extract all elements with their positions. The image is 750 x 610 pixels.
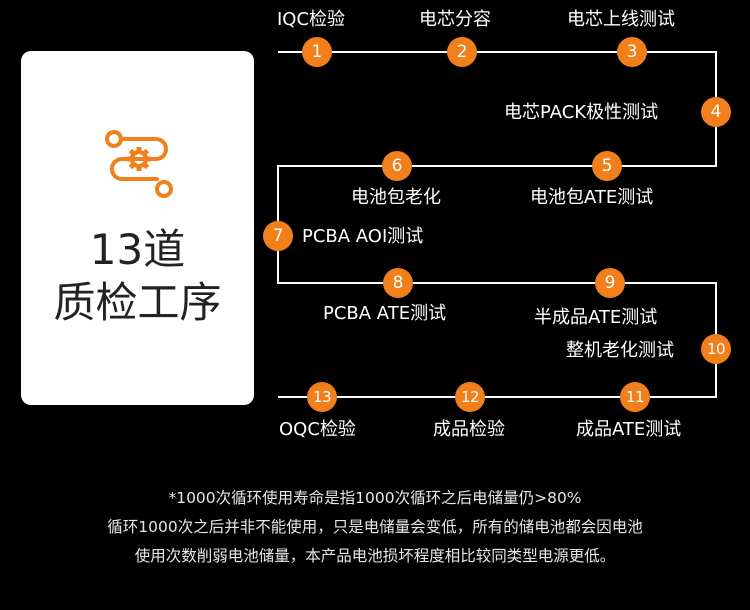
- step-13-badge: 13: [307, 382, 337, 412]
- step-2-badge: 2: [447, 37, 477, 67]
- footnote-line-2: 循环1000次之后并非不能使用，只是电储量会变低，所有的储电池都会因电池: [107, 518, 643, 536]
- step-3-badge: 3: [617, 37, 647, 67]
- step-10-badge: 10: [701, 334, 731, 364]
- step-6-label: 电池包老化: [351, 187, 441, 208]
- step-3-label: 电芯上线测试: [567, 9, 675, 30]
- step-8-label: PCBA ATE测试: [323, 303, 447, 324]
- step-8-badge: 8: [383, 268, 413, 298]
- quality-card: [21, 51, 254, 405]
- footnote-line-3: 使用次数削弱电池储量，本产品电池损坏程度相比较同类型电源更低。: [134, 547, 616, 565]
- step-11-badge: 11: [620, 382, 650, 412]
- step-11-label: 成品ATE测试: [576, 419, 682, 440]
- step-5-label: 电池包ATE测试: [530, 187, 654, 208]
- step-4-label: 电芯PACK极性测试: [504, 102, 659, 123]
- step-1-badge: 1: [302, 37, 332, 67]
- step-7-label: PCBA AOI测试: [302, 226, 424, 247]
- step-12-label: 成品检验: [433, 419, 505, 440]
- step-10-label: 整机老化测试: [566, 340, 674, 361]
- step-1-label: IQC检验: [277, 9, 346, 30]
- card-title-count: 13道: [89, 225, 186, 274]
- step-7-badge: 7: [263, 221, 293, 251]
- gear-flow-icon: [105, 130, 173, 198]
- step-5-badge: 5: [592, 151, 622, 181]
- step-9-badge: 9: [595, 268, 625, 298]
- card-title-text: 质检工序: [53, 278, 222, 327]
- step-6-badge: 6: [382, 151, 412, 181]
- step-13-label: OQC检验: [279, 419, 356, 440]
- footnote-line-1: *1000次循环使用寿命是指1000次循环之后电储量仍>80%: [168, 489, 582, 507]
- step-4-badge: 4: [701, 97, 731, 127]
- step-9-label: 半成品ATE测试: [534, 307, 658, 328]
- step-2-label: 电芯分容: [419, 9, 491, 30]
- step-12-badge: 12: [455, 382, 485, 412]
